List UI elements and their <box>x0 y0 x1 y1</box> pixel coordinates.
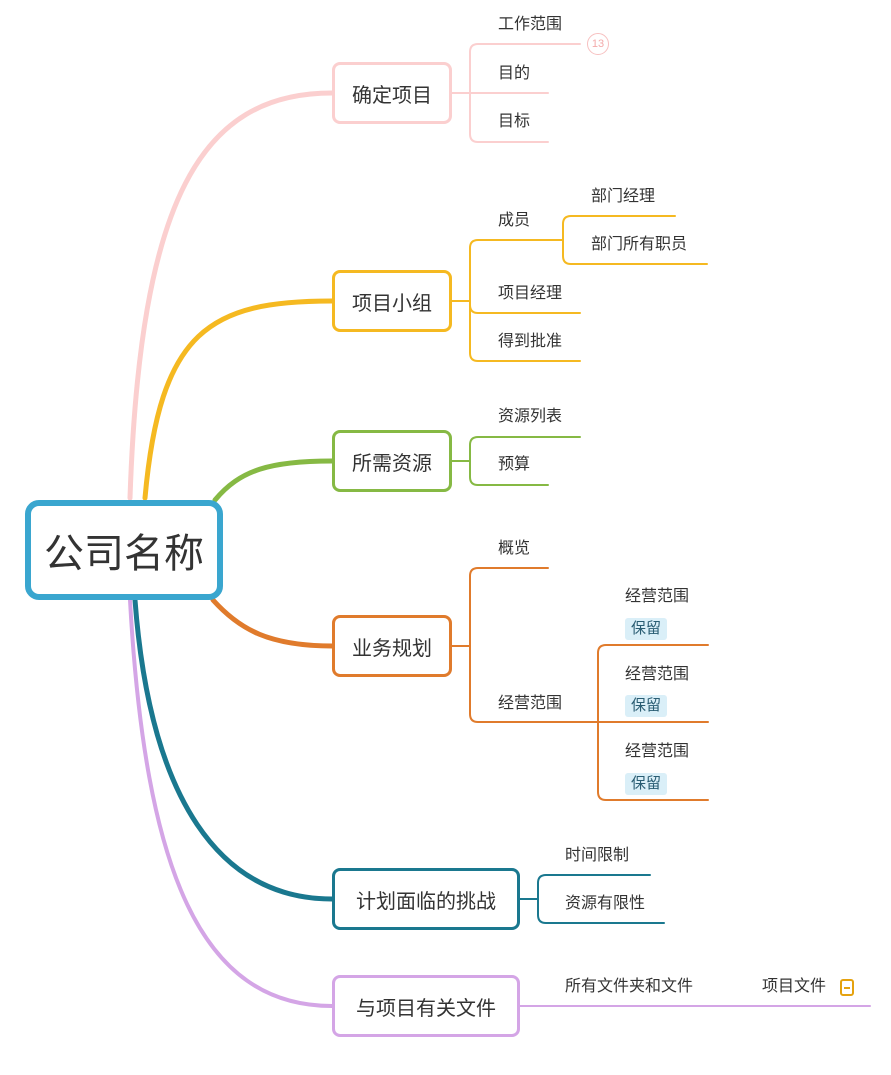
topic-business-plan[interactable]: 业务规划 <box>332 615 452 677</box>
subtopic-members[interactable]: 成员 <box>498 212 531 229</box>
topic-required-resources[interactable]: 所需资源 <box>332 430 452 492</box>
note-icon[interactable] <box>840 979 854 996</box>
topic-challenges[interactable]: 计划面临的挑战 <box>332 868 520 930</box>
subtopic-scope[interactable]: 工作范围 <box>498 16 563 33</box>
connector-root-files <box>128 598 334 1008</box>
subtopic-business-scope-1[interactable]: 经营范围 <box>625 588 690 605</box>
connector-root-define <box>127 90 335 501</box>
subtopic-resource-list[interactable]: 资源列表 <box>498 408 563 425</box>
topic-project-team[interactable]: 项目小组 <box>332 270 452 332</box>
connector <box>537 898 665 924</box>
connector-root-challenges <box>132 597 335 902</box>
subtopic-business-scope[interactable]: 经营范围 <box>498 695 563 712</box>
subtopic-limited-resources[interactable]: 资源有限性 <box>565 895 646 912</box>
connector <box>469 436 581 462</box>
subtopic-business-scope-3[interactable]: 经营范围 <box>625 743 690 760</box>
subtopic-dept-manager[interactable]: 部门经理 <box>591 188 656 205</box>
subtopic-all-folders[interactable]: 所有文件夹和文件 <box>565 978 694 995</box>
reserve-tag[interactable]: 保留 <box>625 695 668 717</box>
connector-root-team <box>142 298 335 501</box>
subtopic-project-file[interactable]: 项目文件 <box>762 978 827 995</box>
connector <box>537 874 651 900</box>
topic-related-files[interactable]: 与项目有关文件 <box>332 975 520 1037</box>
subtopic-overview[interactable]: 概览 <box>498 540 531 557</box>
connector <box>469 645 599 723</box>
subtopic-approval[interactable]: 得到批准 <box>498 333 563 350</box>
subtopic-purpose[interactable]: 目的 <box>498 65 531 82</box>
reserve-tag[interactable]: 保留 <box>625 773 668 795</box>
root-node[interactable]: 公司名称 <box>25 500 223 600</box>
subtopic-project-manager[interactable]: 项目经理 <box>498 285 563 302</box>
subtopic-goal[interactable]: 目标 <box>498 113 531 130</box>
connector-root-resources <box>212 458 335 503</box>
subtopic-dept-staff[interactable]: 部门所有职员 <box>591 236 688 253</box>
subtopic-time-limit[interactable]: 时间限制 <box>565 847 630 864</box>
subtopic-budget[interactable]: 预算 <box>498 456 531 473</box>
connector <box>469 92 549 143</box>
count-badge[interactable]: 13 <box>587 33 609 55</box>
connector <box>469 567 549 647</box>
connector <box>562 215 676 241</box>
connector-root-plan <box>210 597 335 649</box>
connector <box>597 721 709 801</box>
connector <box>469 460 549 486</box>
subtopic-business-scope-2[interactable]: 经营范围 <box>625 666 690 683</box>
connector <box>469 239 564 302</box>
connector <box>469 300 581 314</box>
topic-define-project[interactable]: 确定项目 <box>332 62 452 124</box>
reserve-tag[interactable]: 保留 <box>625 618 668 640</box>
connector <box>469 43 581 94</box>
connector <box>597 644 709 723</box>
connector <box>562 239 708 265</box>
connector <box>469 300 581 362</box>
